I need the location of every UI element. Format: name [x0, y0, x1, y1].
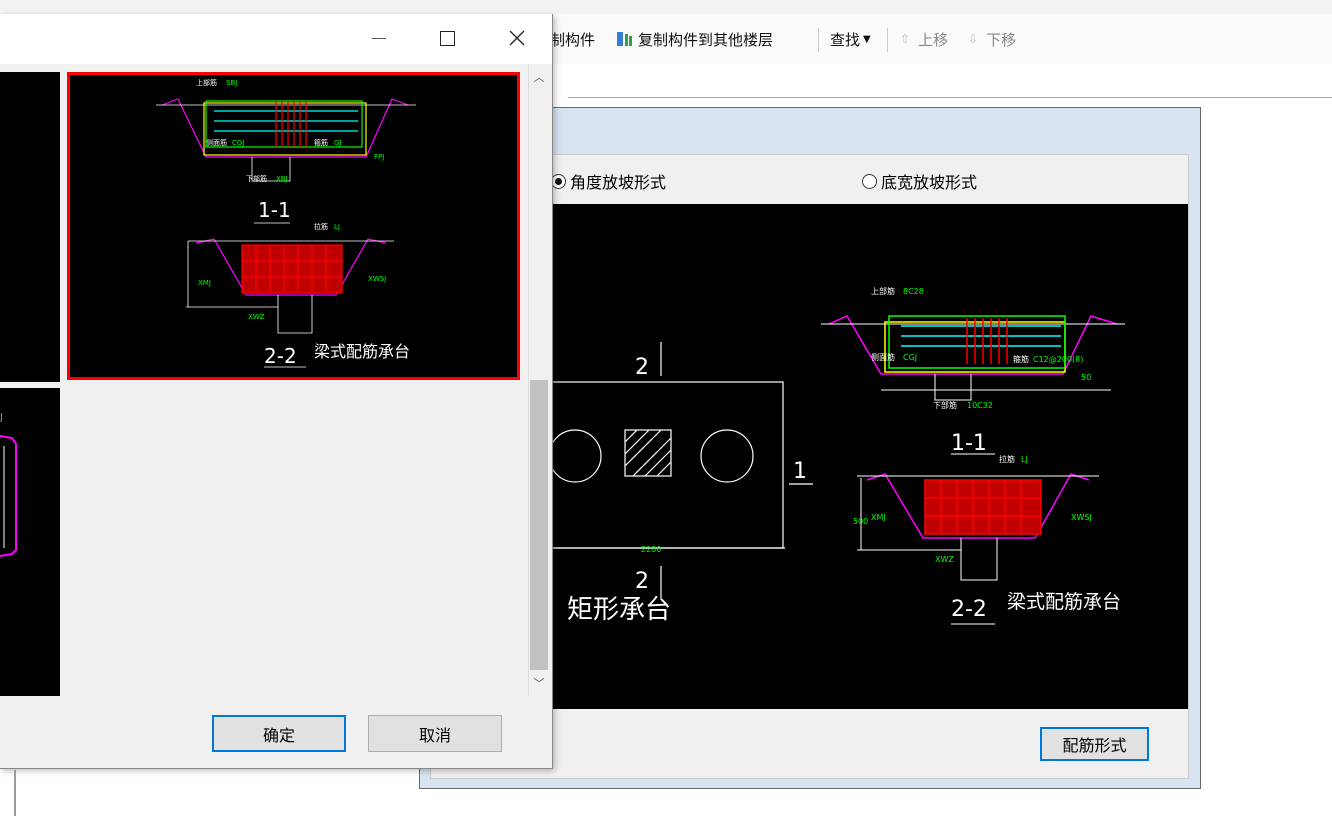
find-label: 查找 [830, 30, 861, 49]
move-up-button[interactable]: ⇧ 上移 [900, 28, 948, 50]
label-top-bar-val: 8C28 [903, 287, 924, 296]
cap-type-dialog-titlebar [0, 14, 552, 64]
ok-button-label: 确定 [262, 725, 295, 745]
find-button[interactable]: 查找 ▼ [830, 28, 871, 50]
label-xmj: XMJ [871, 513, 886, 522]
radio-unselected-icon [862, 173, 877, 189]
copy-component-label: 制构件 [550, 30, 596, 49]
rebar-form-button[interactable]: 配筋形式 [1040, 727, 1149, 761]
label-bottom-bar: 下部筋 [933, 400, 957, 410]
thumb-label-fpj: FPJ [374, 153, 384, 161]
chevron-down-icon: ▼ [863, 33, 871, 45]
pile-circle [700, 429, 754, 483]
radio-bottom-width-slope-label: 底宽放坡形式 [881, 173, 978, 192]
plan-title: 矩形承台 [567, 595, 671, 625]
arrow-up-icon: ⇧ [900, 32, 911, 46]
cancel-button-label: 取消 [418, 725, 451, 745]
copy-component-button[interactable]: 制构件 [550, 28, 595, 50]
app-toolbar-row1 [0, 0, 1332, 14]
label-angle: 50 [1081, 373, 1091, 382]
cancel-button[interactable]: 取消 [368, 715, 502, 752]
label-tie: 拉筋 [999, 454, 1015, 464]
section-mark-bottom: 2 [635, 569, 649, 594]
thumb-label-bottom-bar-val: XBJ [276, 175, 288, 183]
thumb-caption: 梁式配筋承台 [314, 342, 410, 361]
scrollbar-thumb[interactable] [530, 380, 548, 670]
thumbnail-option[interactable]: J [0, 388, 60, 696]
scroll-down-icon[interactable]: ﹀ [533, 677, 545, 690]
label-top-bar: 上部筋 [871, 286, 895, 296]
thumb-drawing: J [0, 412, 17, 557]
workspace-divider [568, 97, 1332, 98]
copy-floor-icon [616, 30, 634, 48]
thumb-label-top-bar-val: SBJ [226, 79, 237, 87]
thumb-label-top-bar: 上部筋 [196, 78, 217, 87]
section-1-label: 1-1 [951, 431, 987, 456]
label-side-bar-val: CGJ [903, 353, 917, 362]
radio-selected-icon [551, 173, 566, 189]
scroll-up-icon[interactable]: ︿ [533, 71, 545, 84]
move-up-label: 上移 [918, 30, 949, 49]
section-mark-side: 1 [793, 459, 807, 484]
thumb-fragment-text: J [0, 412, 3, 423]
label-bottom-bar-val: 10C32 [967, 401, 993, 410]
thumb-label-stirrup-val: GJ [334, 139, 342, 147]
move-down-button[interactable]: ⇩ 下移 [968, 28, 1016, 50]
thumb-section-2-label: 2-2 [264, 344, 297, 368]
thumb-label-xwz: XWZ [248, 313, 265, 321]
section-mark-top: 2 [635, 355, 649, 380]
section-2-label: 2-2 [951, 597, 987, 622]
label-xwsj: XWSJ [1071, 513, 1092, 522]
radio-angle-slope[interactable]: 角度放坡形式 [551, 168, 666, 194]
thumb-label-xwsj: XWSJ [368, 275, 386, 283]
maximize-icon[interactable] [424, 18, 470, 58]
radio-angle-slope-label: 角度放坡形式 [570, 173, 667, 192]
app-toolbar-row2: 制构件 复制构件到其他楼层 查找 ▼ ⇧ 上移 ⇩ 下移 [550, 14, 1332, 65]
copy-to-floor-button[interactable]: 复制构件到其他楼层 [616, 28, 773, 50]
move-down-label: 下移 [986, 30, 1017, 49]
cap-plan-outline [548, 381, 784, 549]
column-hatch [624, 429, 672, 477]
radio-bottom-width-slope[interactable]: 底宽放坡形式 [862, 168, 977, 194]
window-edge [0, 770, 16, 816]
beam-caption: 梁式配筋承台 [1007, 591, 1121, 613]
thumbnail-option-selected[interactable]: 上部筋 SBJ 侧面筋 CGJ 箍筋 GJ 下部筋 XBJ FPJ 1-1 拉 [67, 72, 520, 380]
thumbnail-option[interactable] [0, 72, 60, 382]
thumb-label-xmj: XMJ [198, 279, 211, 287]
thumb-label-bottom-bar: 下部筋 [246, 174, 267, 183]
label-stirrup: 箍筋 [1013, 354, 1029, 364]
label-stirrup-val: C12@200(8) [1033, 355, 1083, 364]
dim-width: 2200 [641, 545, 661, 554]
thumb-label-side-bar-val: CGJ [232, 139, 244, 147]
close-icon[interactable] [494, 18, 540, 58]
label-tie-val: LJ [1021, 455, 1028, 464]
cad-preview: 2 2 1 2200 矩形承台 上部筋 8C28 侧面筋 CGJ 箍筋 [548, 204, 1188, 709]
arrow-down-icon: ⇩ [968, 32, 979, 46]
thumb-section-1-label: 1-1 [258, 198, 291, 222]
rebar-form-label: 配筋形式 [1062, 736, 1127, 755]
minimize-icon[interactable] [356, 18, 402, 58]
thumb-label-tie-val: LJ [334, 223, 340, 231]
cad-drawing: 2 2 1 2200 矩形承台 上部筋 8C28 侧面筋 CGJ 箍筋 [548, 286, 1125, 625]
pile-circle [548, 429, 602, 483]
dim-500: 500 [853, 517, 868, 526]
label-xwz: XWZ [935, 555, 954, 564]
toolbar-divider [887, 28, 888, 52]
thumb-label-stirrup: 箍筋 [314, 138, 328, 147]
label-side-bar: 侧面筋 [871, 352, 895, 362]
copy-to-floor-label: 复制构件到其他楼层 [638, 30, 774, 49]
toolbar-divider [818, 28, 819, 52]
thumb-label-tie: 拉筋 [314, 222, 328, 231]
thumb-label-side-bar: 侧面筋 [206, 138, 227, 147]
thumb-drawing: 上部筋 SBJ 侧面筋 CGJ 箍筋 GJ 下部筋 XBJ FPJ 1-1 拉 [156, 78, 416, 368]
ok-button[interactable]: 确定 [212, 715, 346, 752]
